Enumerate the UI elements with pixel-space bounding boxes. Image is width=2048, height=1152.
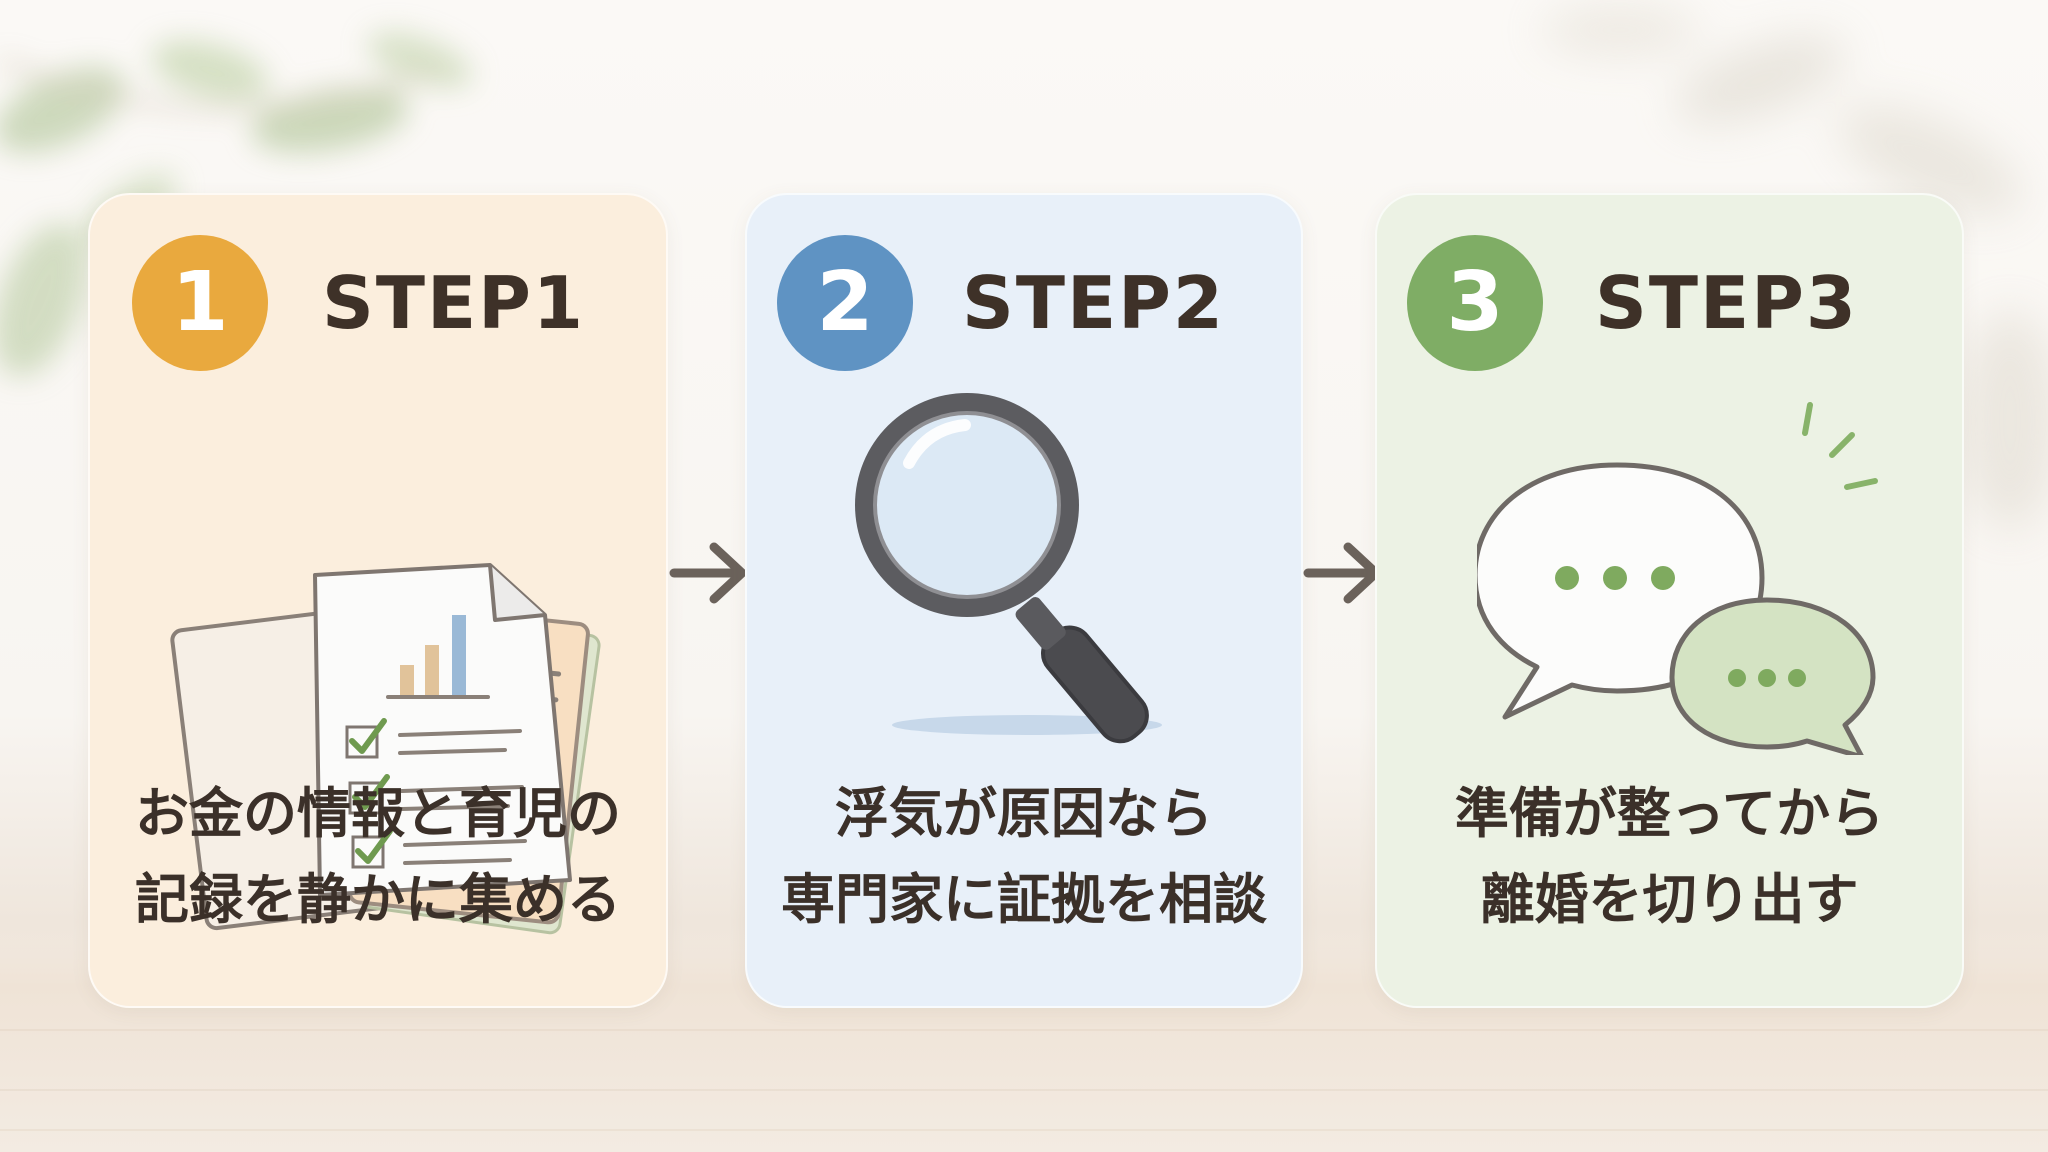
- leaves-top-right: [1540, 4, 2048, 530]
- wood-grain: [0, 1029, 2048, 1131]
- step-number-badge: 3: [1407, 235, 1543, 371]
- step-description-line-2: 専門家に証拠を相談: [781, 868, 1267, 931]
- arrow-right-icon: [669, 542, 747, 604]
- step-description-line-1: 準備が整ってから: [1454, 782, 1885, 845]
- step-title: STEP3: [1595, 261, 1859, 345]
- step-number-badge: 1: [132, 235, 268, 371]
- documents-checklist-icon: [170, 563, 601, 935]
- step-description-line-1: お金の情報と育児の: [135, 782, 621, 845]
- step-number-badge: 2: [777, 235, 913, 371]
- step-description-line-2: 記録を静かに集める: [135, 868, 621, 931]
- step-description-line-2: 離婚を切り出す: [1480, 868, 1859, 931]
- step-card-3: 3 STEP3 準備が整ってから 離婚を切り出す: [1375, 193, 1964, 1008]
- speech-bubbles-icon: [1477, 402, 1878, 755]
- step-description-line-1: 浮気が原因なら: [835, 782, 1213, 845]
- step-card-2: 2 STEP2 浮気が原因なら 専門家に証拠を相談: [745, 193, 1303, 1008]
- step-title: STEP2: [962, 261, 1226, 345]
- magnifying-glass-icon: [855, 393, 1162, 744]
- step-card-1: 1 STEP1: [88, 193, 668, 1008]
- step-title: STEP1: [322, 261, 586, 345]
